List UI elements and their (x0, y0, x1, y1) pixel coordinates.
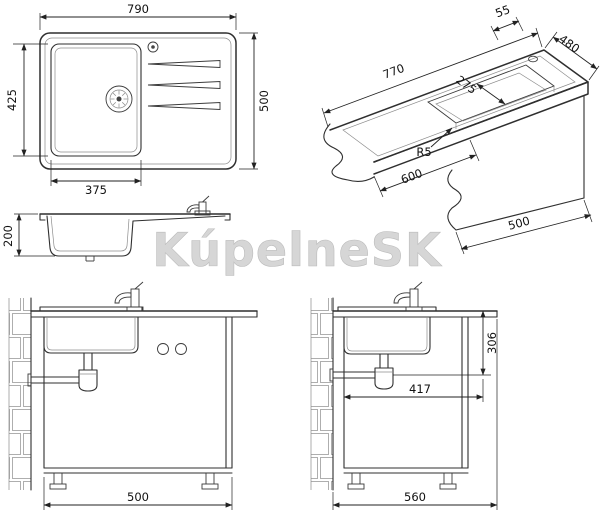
perspective-dim-label-480: 480 (556, 32, 582, 56)
front-drain-trap (27, 352, 98, 392)
front-cabinet (43, 316, 233, 490)
plan-bowl-outline (50, 43, 142, 157)
plan-dim-425: 425 (5, 43, 48, 157)
perspective-cabinet-break (447, 169, 462, 231)
plan-dim-375: 375 (50, 160, 142, 197)
side-bowl-inner (346, 317, 428, 352)
perspective-dim-label-500: 500 (507, 214, 532, 233)
perspective-dim-label-r5: R5 (416, 145, 431, 159)
side-legs (347, 473, 457, 490)
watermark-text: KúpelneSK (152, 223, 443, 277)
plan-bowl-inner (54, 47, 138, 153)
side-dim-label-417: 417 (409, 382, 431, 396)
plan-dim-label-790: 790 (127, 2, 149, 16)
section-faucet (186, 195, 211, 216)
side-dim-306: 306 (393, 310, 499, 376)
plan-dim-790: 790 (39, 2, 237, 30)
plan-sink-outline (39, 32, 237, 170)
side-faucet (393, 281, 423, 312)
front-sink-rim (39, 306, 143, 312)
front-bowl-inner (46, 317, 136, 351)
side-drain-trap (329, 353, 394, 390)
section-view: 200 (1, 195, 231, 262)
perspective-dim-55: 55 (490, 2, 524, 41)
perspective-slab-front (373, 81, 589, 175)
plan-dim-label-500: 500 (257, 90, 271, 112)
side-dim-label-560: 560 (404, 490, 426, 504)
side-bowl (343, 316, 431, 355)
side-dim-560: 560 (332, 319, 498, 510)
perspective-cabinet (447, 95, 585, 231)
section-dim-label-200: 200 (1, 225, 15, 247)
plan-view: 790 500 425 375 (5, 2, 271, 197)
perspective-slab-rim (342, 55, 576, 157)
section-bowl-outline (46, 215, 226, 257)
side-wall-bricks (311, 298, 333, 490)
front-faucet (114, 281, 144, 312)
plan-dim-label-375: 375 (85, 183, 107, 197)
plan-drain-strainer (105, 85, 133, 113)
section-drain-stub (85, 256, 95, 262)
plan-sink-rim (44, 37, 232, 165)
front-wall-bricks (9, 298, 31, 490)
perspective-slab-top (329, 49, 589, 163)
perspective-dim-275: 275 (453, 73, 506, 105)
side-sink-rim (337, 306, 437, 312)
front-knob-right (175, 343, 187, 355)
perspective-break-mask (276, 112, 374, 196)
perspective-break-line (323, 123, 375, 183)
front-bowl (43, 316, 139, 354)
plan-dim-500: 500 (239, 32, 271, 170)
plan-drainer-grooves (147, 60, 221, 110)
front-dim-label-500: 500 (127, 490, 149, 504)
front-knob-left (157, 343, 169, 355)
side-install-view: 306 417 560 (310, 281, 499, 510)
perspective-dim-500: 500 (455, 199, 593, 255)
plan-faucet-hole (147, 41, 159, 53)
perspective-dim-label-600: 600 (399, 166, 424, 187)
perspective-dim-label-55: 55 (493, 2, 512, 20)
side-dim-417: 417 (343, 379, 484, 402)
perspective-dim-label-770: 770 (381, 61, 406, 82)
side-dim-label-306: 306 (485, 332, 499, 354)
section-dim-200: 200 (1, 213, 55, 257)
side-cabinet (343, 316, 469, 490)
front-install-view: 500 (8, 281, 258, 510)
front-legs (49, 473, 219, 490)
perspective-view: 770 55 480 275 R5 600 (276, 2, 600, 255)
front-dim-500: 500 (43, 477, 233, 510)
plan-dim-label-425: 425 (5, 89, 19, 111)
section-bowl-inner (50, 215, 130, 252)
